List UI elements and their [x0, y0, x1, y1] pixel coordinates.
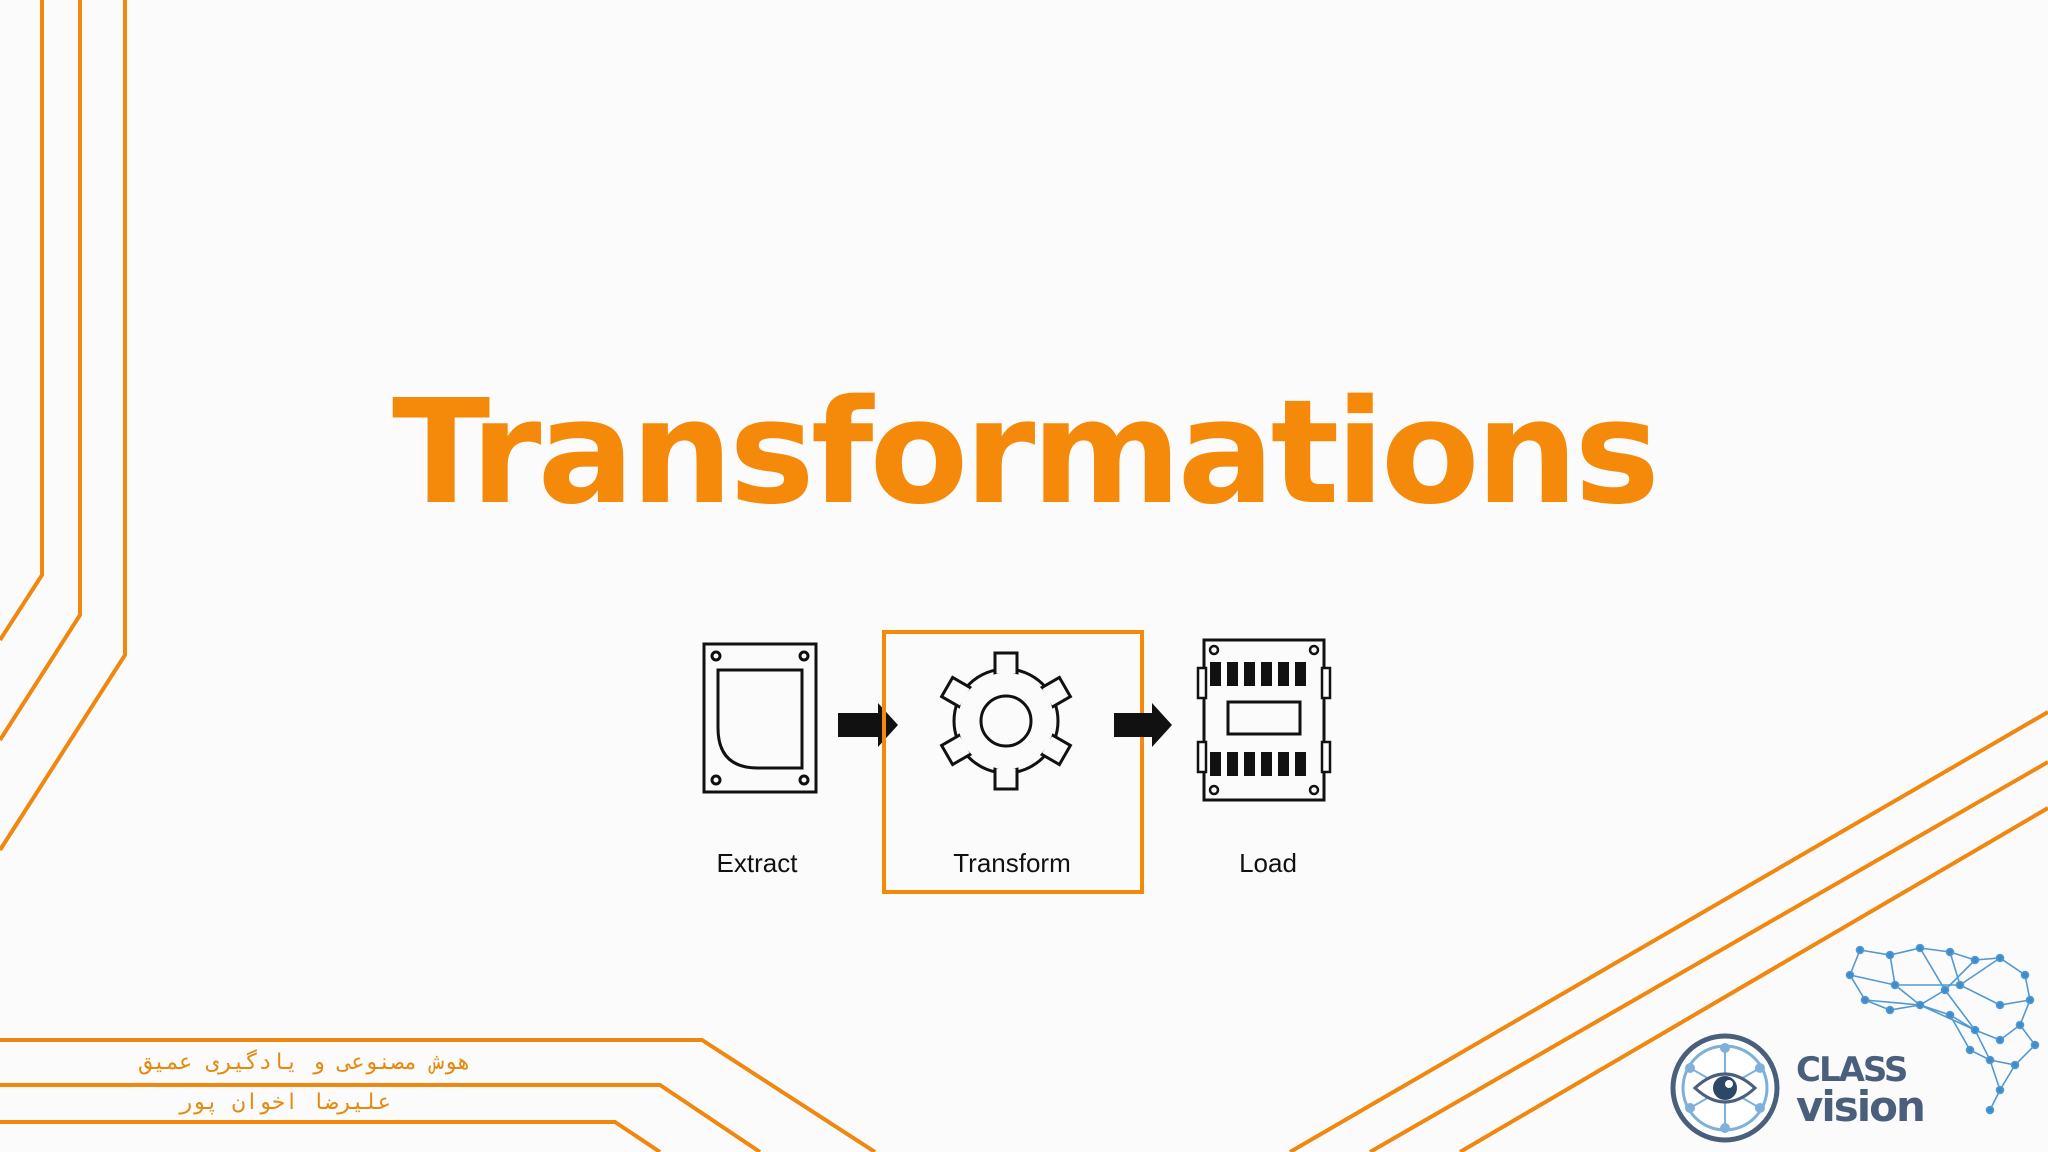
- brain-network-icon: [1845, 943, 2040, 1115]
- left-line-outer: [0, 0, 127, 852]
- eye-logo-icon: [1670, 1033, 1780, 1143]
- left-line-middle: [0, 0, 82, 742]
- diagonal-line-2: [1369, 760, 2048, 1152]
- brand-class-text: CLASS: [1796, 1050, 1908, 1090]
- step-label-transform: Transform: [953, 848, 1071, 878]
- instructor-name: علیرضا اخوان پور: [179, 1090, 391, 1115]
- bottom-line-upper: [0, 1038, 877, 1152]
- diagonal-line-1: [1288, 710, 2048, 1152]
- arrow-right-icon: [1114, 703, 1172, 747]
- bottom-line-lower: [0, 1120, 662, 1152]
- slide-title: Transformations: [392, 368, 1660, 536]
- left-line-inner: [0, 0, 44, 642]
- diagonal-line-3: [1458, 806, 2048, 1152]
- course-title: هوش مصنوعی و یادگیری عمیق: [139, 1050, 471, 1075]
- arrow-right-icon: [838, 703, 898, 747]
- brand-vision-text: vision: [1796, 1082, 1926, 1131]
- transform-highlight-box: [882, 630, 1144, 894]
- hard-drive-icon: [702, 642, 818, 794]
- step-label-load: Load: [1239, 848, 1297, 878]
- bottom-line-middle: [0, 1083, 762, 1152]
- step-label-extract: Extract: [716, 848, 798, 878]
- gear-icon: [939, 651, 1073, 791]
- memory-module-icon: [1196, 638, 1332, 802]
